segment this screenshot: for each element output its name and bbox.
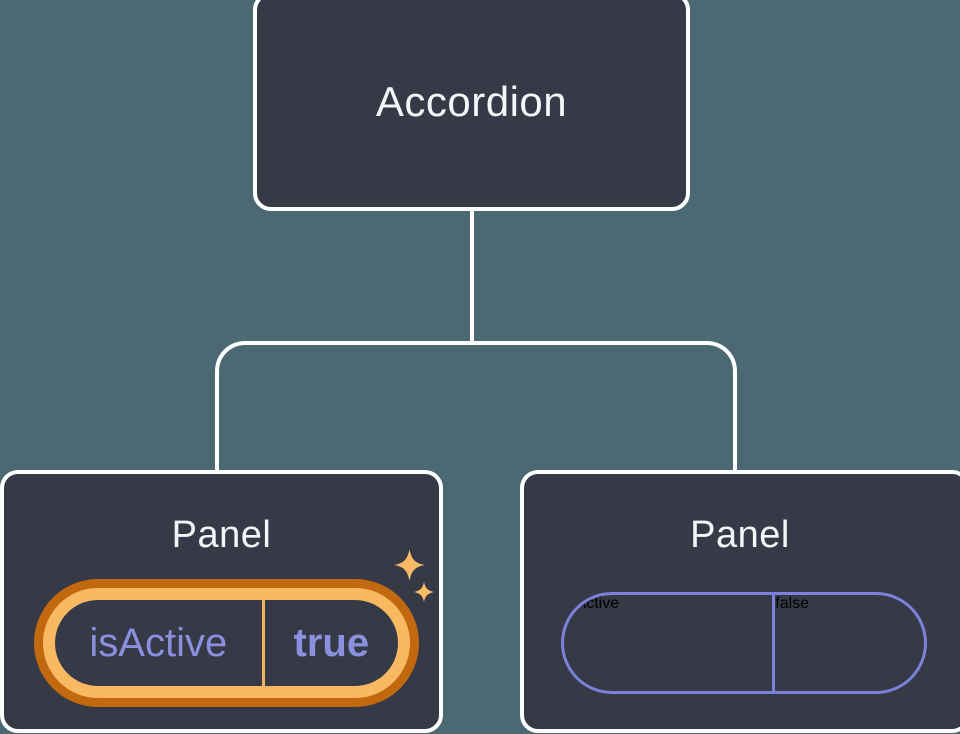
pill-divider [772,595,776,691]
prop-name: isActive [564,595,620,612]
panel-node-active: Panel isActive true [0,470,443,733]
state-pill-body: isActive true [55,600,398,686]
prop-value: false [775,595,810,612]
panel-node-label: Panel [171,514,272,556]
panel-node-label: Panel [690,514,790,556]
accordion-node: Accordion [253,0,690,211]
accordion-node-label: Accordion [375,77,568,125]
prop-value: true [293,620,370,665]
pill-divider [261,600,265,686]
state-pill-active: isActive true [34,579,419,707]
state-pill-highlight-ring: isActive true [43,588,410,698]
sparkles-icon [394,549,434,602]
connector-branch [215,341,737,471]
connector-root-stem [470,207,474,343]
state-pill-inactive: isActive false [561,592,927,694]
prop-name: isActive [89,620,228,665]
panel-node-inactive: Panel isActive false [520,470,960,733]
